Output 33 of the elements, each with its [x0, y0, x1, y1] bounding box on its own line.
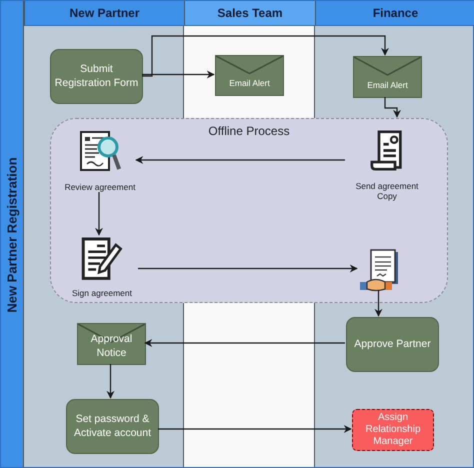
node-label: Submit Registration Form — [54, 62, 140, 90]
node-label: Approve Partner — [354, 338, 431, 352]
envelope-shape — [215, 55, 284, 96]
node-label: Assign Relationship Manager — [364, 412, 422, 448]
process-box — [66, 399, 159, 454]
lane-header: New Partner — [24, 1, 184, 26]
arrow — [106, 364, 114, 399]
node-label: Email Alert — [229, 78, 270, 89]
arrow — [138, 264, 358, 272]
arrow — [144, 339, 345, 347]
envelope-shape — [353, 56, 422, 98]
process-box — [346, 317, 439, 372]
arrow — [142, 70, 215, 78]
lane-header: Sales Team — [184, 1, 315, 26]
envelope-shape — [77, 323, 146, 365]
node-label: Set password & Activate account — [72, 412, 152, 440]
group-container — [50, 118, 448, 303]
arrow — [158, 425, 352, 433]
arrow — [135, 156, 345, 164]
pool-title: New Partner Registration — [4, 157, 20, 313]
node-label: Approval Notice — [90, 333, 134, 361]
arrow — [142, 35, 389, 77]
process-box — [352, 409, 434, 451]
icon-label: Sign agreement — [72, 288, 132, 299]
icon-label: Review agreement — [64, 182, 136, 193]
arrow — [95, 192, 103, 236]
node-label: Email Alert — [367, 80, 408, 91]
group-title: Offline Process — [207, 124, 291, 138]
process-box — [50, 49, 143, 104]
icon-label: Send agreement Copy — [354, 180, 420, 202]
lane-header: Finance — [315, 1, 474, 26]
arrow — [374, 290, 382, 317]
arrow — [384, 97, 401, 118]
